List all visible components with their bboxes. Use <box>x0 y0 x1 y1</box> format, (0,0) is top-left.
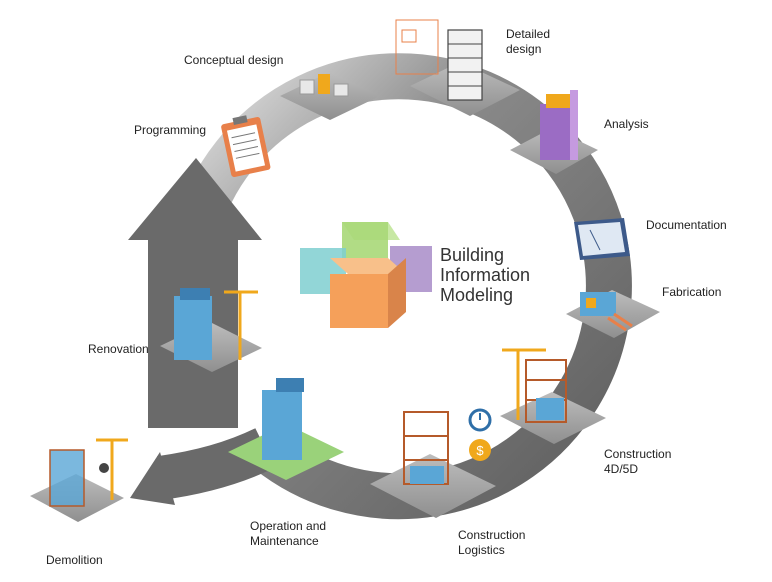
bim-title-line2: Information <box>440 265 531 285</box>
operation-maintenance-model <box>228 378 344 480</box>
bim-cubes-logo <box>300 222 432 328</box>
label-logistics-line1: Construction <box>458 528 526 542</box>
label-demolition: Demolition <box>46 553 103 567</box>
label-operation-line2: Maintenance <box>250 534 319 548</box>
documentation-drawing <box>574 218 630 260</box>
analysis-model <box>510 90 598 174</box>
svg-text:$: $ <box>476 443 484 458</box>
label-operation-line1: Operation and <box>250 519 327 533</box>
fabrication-model <box>566 290 660 338</box>
label-logistics-line2: Logistics <box>458 543 505 557</box>
label-fabrication: Fabrication <box>662 285 722 299</box>
label-conceptual-design: Conceptual design <box>184 53 284 67</box>
clipboard-icon <box>221 115 271 178</box>
detailed-design-model <box>395 19 520 116</box>
label-renovation: Renovation <box>88 342 149 356</box>
construction-4d5d-model <box>500 348 606 444</box>
label-analysis: Analysis <box>604 117 649 131</box>
renovation-model <box>160 288 262 372</box>
dollar-coin-icon: $ <box>469 439 491 461</box>
label-documentation: Documentation <box>646 218 727 232</box>
bim-title-line3: Modeling <box>440 285 514 305</box>
stopwatch-icon <box>468 408 492 432</box>
label-construction-line2: 4D/5D <box>604 462 639 476</box>
crane-icon <box>502 348 546 420</box>
label-detailed-design-line2: design <box>506 42 542 56</box>
label-detailed-design-line1: Detailed <box>506 27 551 41</box>
arrowhead <box>128 158 262 428</box>
bim-title-line1: Building <box>440 245 505 265</box>
conceptual-design-model <box>280 72 380 120</box>
label-programming: Programming <box>134 123 207 137</box>
demolition-model <box>30 438 128 522</box>
construction-logistics-model: $ <box>370 408 496 518</box>
label-construction-line1: Construction <box>604 447 672 461</box>
bim-title: Building Information Modeling <box>440 245 530 305</box>
